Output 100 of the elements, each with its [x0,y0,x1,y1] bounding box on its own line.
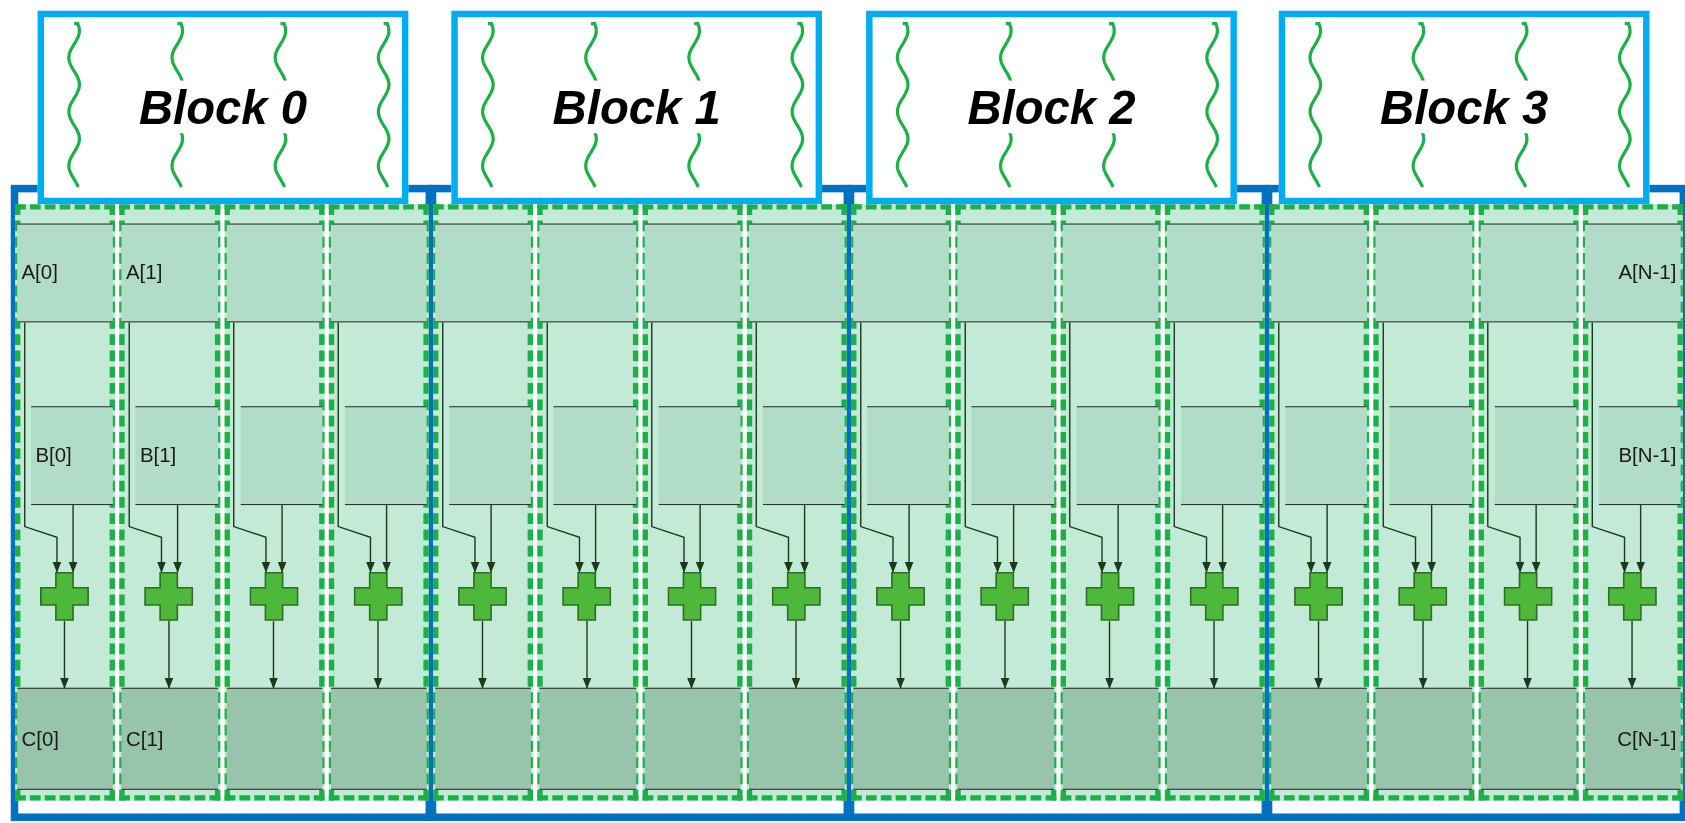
array-cell [226,223,323,323]
array-cell [762,406,845,506]
plus-sign [771,571,821,622]
arrow [269,620,278,689]
array-cell [1285,406,1368,506]
plus-sign [980,571,1030,622]
plus-sign [1293,571,1344,622]
array-cell [121,223,218,323]
array-cell [1375,687,1472,790]
arrow [1000,620,1010,689]
arrow [591,504,600,573]
arrow [1314,620,1323,689]
plus-sign [1607,571,1657,622]
arrow [1218,504,1227,573]
plus-sign [457,571,508,622]
arrow [546,321,584,573]
arrow [1427,504,1436,573]
arrow [896,620,905,689]
array-cell [1271,223,1368,323]
array-cell [1389,406,1472,506]
plus-sign [39,571,90,622]
arrow [1531,504,1541,573]
array-cell [17,223,114,323]
array-cell [957,687,1054,790]
plus-sign [353,571,403,622]
block-box [866,10,1237,205]
arrow [695,504,705,573]
array-cell [1062,223,1159,323]
arrow [164,620,174,689]
array-cell [957,223,1054,323]
arrow [651,321,689,573]
arrow [791,620,801,689]
array-cell [553,406,636,506]
array-cell [539,687,636,790]
array-cell [1375,223,1472,323]
array-cell [1062,687,1159,790]
array-cell [748,687,845,790]
array-cell [1271,687,1368,790]
arrow [486,504,496,573]
array-cell [435,687,532,790]
array-cell [539,223,636,323]
arrow [1627,620,1637,689]
arrow [1591,321,1629,573]
arrow [128,321,166,573]
array-cell [449,406,532,506]
arrow [1105,620,1114,689]
array-cell [330,687,427,790]
arrow [24,321,62,573]
arrow [860,321,898,573]
array-cell [121,687,218,790]
plus-sign [875,571,926,622]
arrow [687,620,696,689]
arrow [1009,504,1018,573]
arrow [964,321,1002,573]
plus-sign [562,571,612,622]
arrow [233,321,271,573]
arrow [277,504,287,573]
array-cell [1180,406,1263,506]
arrow [373,620,383,689]
arrow [68,504,78,573]
arrow [755,321,793,573]
plus-sign [144,571,194,622]
array-cell [1166,687,1263,790]
arrow [904,504,914,573]
plus-sign [1084,571,1135,622]
arrow [800,504,809,573]
arrow [1173,321,1211,573]
array-cell [1598,406,1681,506]
array-cell [867,406,950,506]
plus-sign [248,571,299,622]
array-cell [1584,687,1681,790]
arrow [1418,620,1428,689]
block-box [1278,10,1650,205]
array-cell [1166,223,1263,323]
arrow [1069,321,1107,573]
array-cell [644,687,741,790]
array-cell [1480,223,1577,323]
arrow [337,321,375,573]
array-cell [1584,223,1681,323]
arrow [1487,321,1525,573]
array-cell [748,223,845,323]
array-cell [226,687,323,790]
array-cell [17,687,114,790]
arrow [1523,620,1532,689]
block-box [451,10,823,205]
plus-sign [1502,571,1553,622]
arrow [1322,504,1332,573]
array-cell [344,406,427,506]
plus-sign [1189,571,1239,622]
array-cell [853,223,950,323]
arrow [1278,321,1316,573]
array-cell [971,406,1054,506]
arrow [582,620,592,689]
arrow [478,620,487,689]
cell-label: A[0] [19,261,60,285]
arrow [382,504,391,573]
array-cell [1494,406,1577,506]
array-cell [658,406,741,506]
arrow [1209,620,1219,689]
arrow [1382,321,1420,573]
